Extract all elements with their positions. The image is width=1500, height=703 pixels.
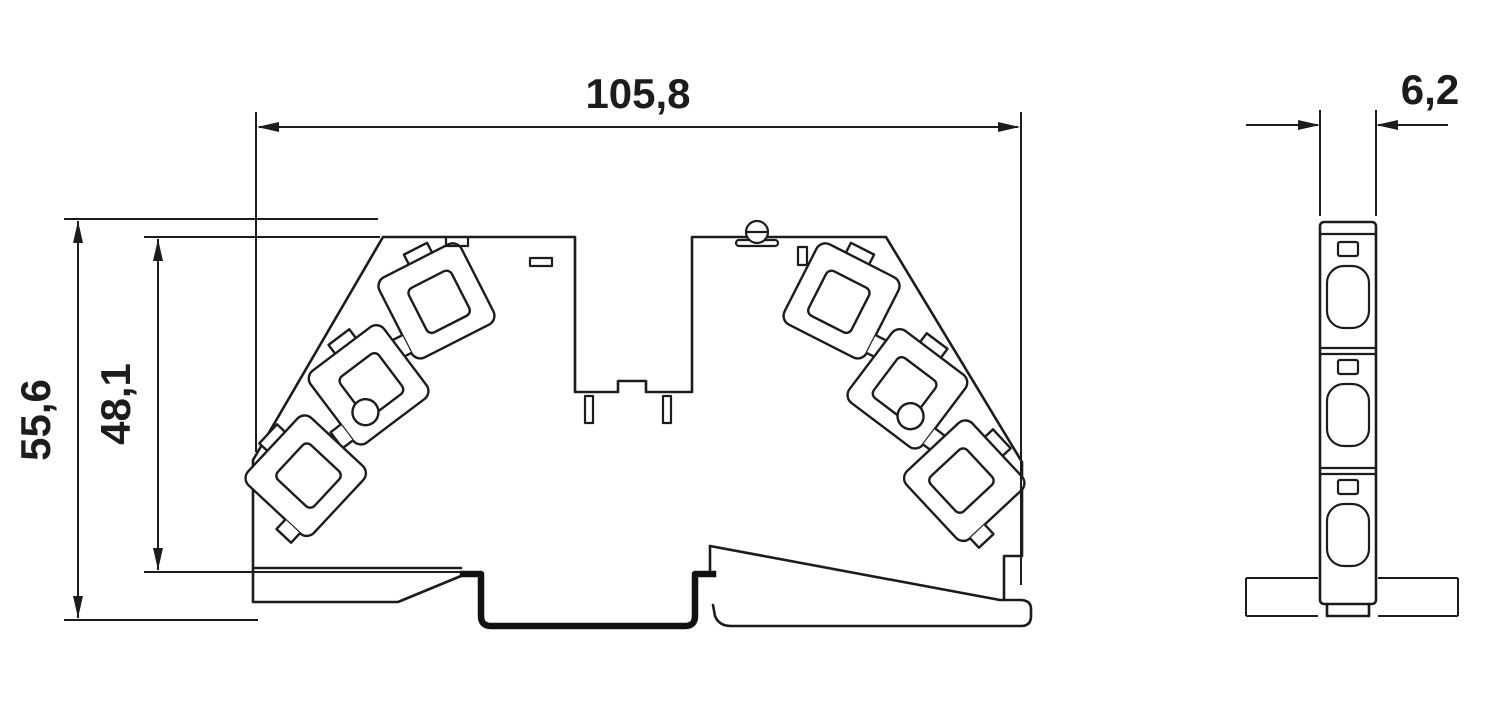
side-foot xyxy=(1325,602,1371,618)
terminal-slot xyxy=(1336,478,1360,496)
terminal-cavity xyxy=(1325,264,1371,330)
terminal-slot xyxy=(1336,358,1360,376)
arrowhead-down xyxy=(153,548,163,570)
arrowhead-up xyxy=(153,239,163,261)
din-rail xyxy=(459,570,717,630)
indicator-window xyxy=(796,245,809,267)
dimension-label-height-total: 55,6 xyxy=(12,379,59,461)
right-mounting-latch xyxy=(708,544,1033,628)
side-view xyxy=(1245,220,1459,618)
dimension-height-total: 55,6 xyxy=(12,218,378,621)
dimension-label-depth: 6,2 xyxy=(1401,66,1459,113)
left-mounting-foot xyxy=(251,566,463,604)
arrowhead-down xyxy=(73,596,83,618)
arrowhead-up xyxy=(73,221,83,243)
terminal-cavity xyxy=(1325,382,1371,448)
arrowhead-left xyxy=(257,122,279,132)
top-edge-notch xyxy=(444,237,470,248)
channel-slot xyxy=(661,394,673,425)
front-view xyxy=(223,219,1047,630)
dimension-label-width: 105,8 xyxy=(585,70,690,117)
arrowhead-right xyxy=(998,122,1020,132)
channel-slot xyxy=(583,394,595,425)
vent-slot xyxy=(528,256,554,268)
arrowhead-left xyxy=(1376,120,1398,130)
arrowhead-right xyxy=(1298,120,1320,130)
dimension-label-height-mounting: 48,1 xyxy=(92,363,139,445)
dimension-height-mounting: 48,1 xyxy=(92,236,462,573)
terminal-slot xyxy=(1336,240,1360,258)
dimension-width: 105,8 xyxy=(255,70,1022,585)
dimension-depth: 6,2 xyxy=(1246,66,1459,216)
terminal-cavity xyxy=(1325,502,1371,568)
